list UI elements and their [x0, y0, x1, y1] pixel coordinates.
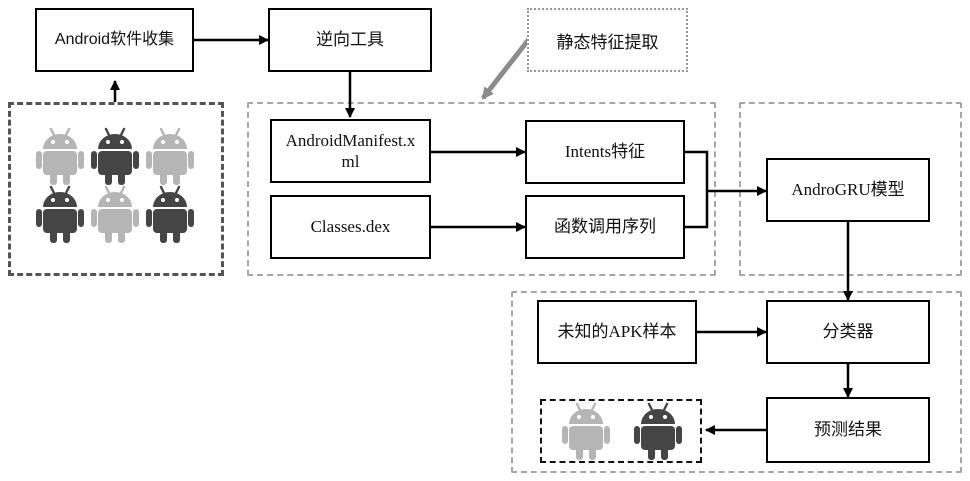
reverse-tool-label: 逆向工具: [316, 29, 384, 50]
manifest-box: AndroidManifest.x ml: [270, 119, 431, 183]
callout-pointer: [483, 34, 533, 98]
intents-feature-label: Intents特征: [565, 141, 645, 162]
android-collect-box: Android软件收集: [35, 8, 194, 72]
unknown-apk-box: 未知的APK样本: [537, 300, 697, 364]
call-sequence-box: 函数调用序列: [525, 195, 685, 259]
reverse-tool-box: 逆向工具: [268, 8, 432, 72]
classifier-box: 分类器: [766, 300, 930, 364]
android-collect-label: Android软件收集: [55, 30, 174, 50]
classes-dex-box: Classes.dex: [270, 195, 431, 259]
merge-intents: [685, 152, 707, 191]
androgru-model-box: AndroGRU模型: [766, 158, 930, 222]
unknown-apk-label: 未知的APK样本: [557, 321, 676, 342]
static-extraction-label: 静态特征提取: [557, 28, 659, 53]
classes-dex-label: Classes.dex: [311, 216, 391, 237]
manifest-label-line2: ml: [286, 151, 416, 172]
classifier-label: 分类器: [823, 321, 874, 342]
static-extraction-callout: 静态特征提取: [527, 8, 688, 72]
prediction-result-box: 预测结果: [766, 397, 930, 463]
manifest-label-line1: AndroidManifest.x: [286, 130, 416, 151]
call-sequence-label: 函数调用序列: [554, 216, 656, 237]
androgru-model-label: AndroGRU模型: [791, 179, 904, 200]
prediction-result-label: 预测结果: [814, 419, 882, 440]
merge-calls: [685, 191, 707, 227]
intents-feature-box: Intents特征: [525, 120, 685, 184]
